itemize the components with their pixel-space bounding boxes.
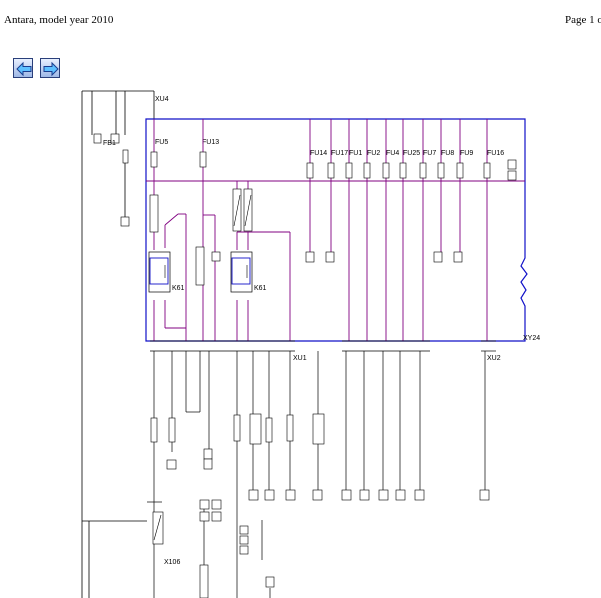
fuse-label: FU9 — [460, 150, 473, 157]
fuse-label: FU1 — [349, 150, 362, 157]
x106-label: X106 — [164, 559, 180, 566]
connector-label: XU1 — [293, 355, 307, 362]
back-button[interactable] — [13, 58, 33, 78]
fuse-symbols — [122, 149, 491, 179]
inline-connector-boxes — [150, 413, 325, 598]
fuse-label: FU4 — [386, 150, 399, 157]
fuse-label: FU13 — [202, 139, 219, 146]
diode-boxes — [149, 188, 253, 286]
fb-label: FB1 — [103, 140, 116, 147]
box-bottom-label: XY24 — [523, 335, 540, 342]
lower-wiring — [147, 351, 486, 598]
connector-lines — [150, 340, 496, 352]
internal-wiring — [146, 119, 525, 341]
fuse-label: FU7 — [423, 150, 436, 157]
internal-connector-boxes — [211, 159, 517, 263]
relay-label: K61 — [172, 285, 185, 292]
main-fuse-box — [145, 118, 528, 342]
relay-boxes — [148, 251, 253, 293]
left-component-boxes — [93, 133, 130, 227]
forward-arrow-icon — [43, 61, 59, 77]
fuse-label: FU5 — [155, 139, 168, 146]
fuse-label: FU2 — [367, 150, 380, 157]
relay-label: K61 — [254, 285, 267, 292]
fuse-label: FU16 — [487, 150, 504, 157]
box-main-label: XU4 — [155, 96, 169, 103]
document-title: Antara, model year 2010 — [4, 14, 114, 26]
fuse-label: FU25 — [403, 150, 420, 157]
fuse-label: FU14 — [310, 150, 327, 157]
page-indicator: Page 1 o — [565, 14, 601, 26]
fuse-label: FU17 — [331, 150, 348, 157]
fuse-label: FU8 — [441, 150, 454, 157]
fuse-labels: FU5 FU13 FU14 FU17 FU1 FU2 FU4 FU25 FU7 … — [155, 139, 504, 157]
terminal-boxes — [166, 448, 490, 588]
frame-lines — [81, 90, 155, 598]
back-arrow-icon — [16, 61, 32, 77]
connector-label: XU2 — [487, 355, 501, 362]
forward-button[interactable] — [40, 58, 60, 78]
